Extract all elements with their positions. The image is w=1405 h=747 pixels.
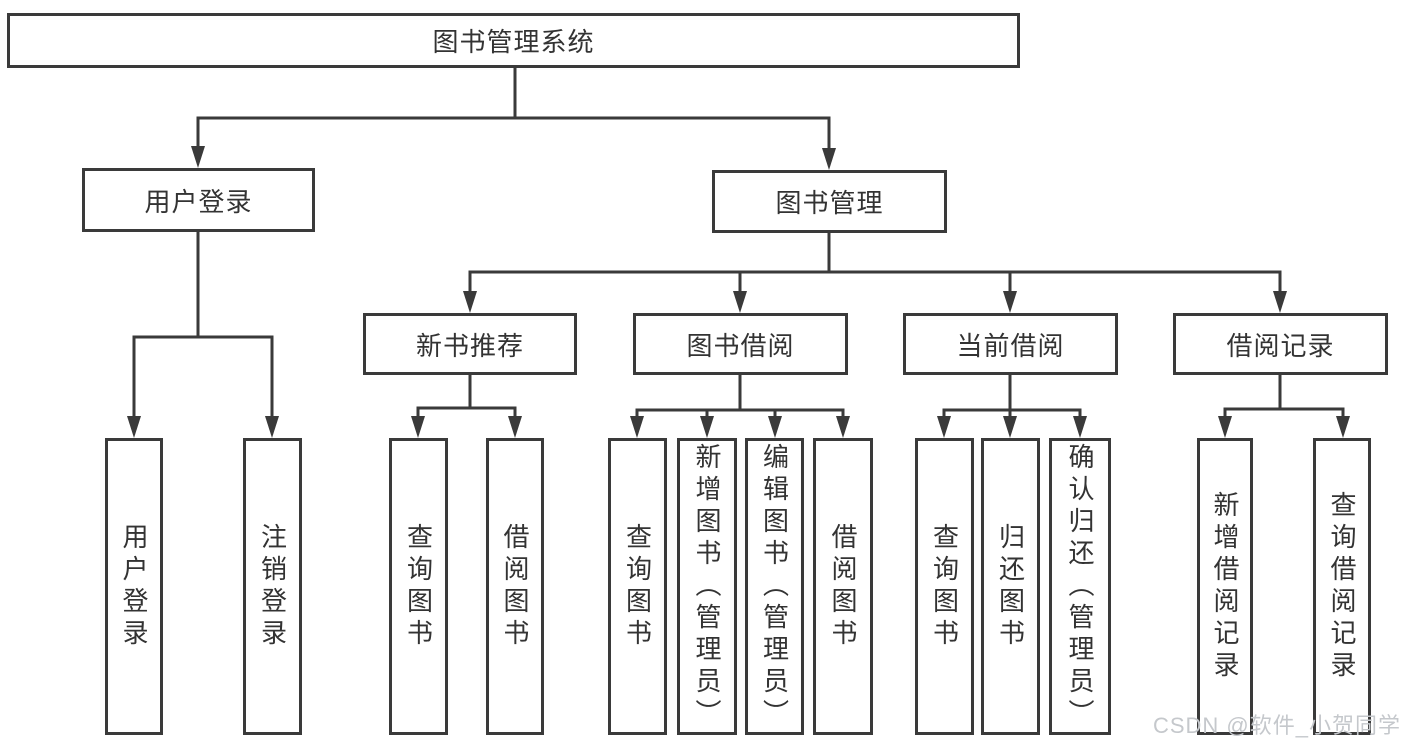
leaf-newbook-query: 查询图书 xyxy=(389,438,448,735)
node-root: 图书管理系统 xyxy=(7,13,1020,68)
leaf-records-query: 查询借阅记录 xyxy=(1313,438,1371,735)
leaf-label: 查询图书 xyxy=(929,522,960,651)
leaf-label: 确认归还（管理员） xyxy=(1065,442,1095,731)
arrow-icon xyxy=(191,146,205,168)
arrow-icon xyxy=(822,148,836,170)
leaf-label: 查询图书 xyxy=(622,522,653,651)
arrow-icon xyxy=(411,416,425,438)
arrow-icon xyxy=(463,291,477,313)
leaf-label: 编辑图书（管理员） xyxy=(759,442,790,731)
arrow-icon xyxy=(836,416,850,438)
connector-book-mgmt xyxy=(468,233,1282,294)
node-new-book: 新书推荐 xyxy=(363,313,577,375)
node-user-login: 用户登录 xyxy=(82,168,315,232)
arrow-icon xyxy=(508,416,522,438)
leaf-label: 借阅图书 xyxy=(500,522,530,651)
leaf-records-add: 新增借阅记录 xyxy=(1197,438,1253,735)
node-current-borrow: 当前借阅 xyxy=(903,313,1118,375)
arrow-icon xyxy=(1003,416,1017,438)
arrow-icon xyxy=(768,416,782,438)
leaf-label: 新增图书（管理员） xyxy=(692,442,722,731)
arrow-icon xyxy=(1336,416,1350,438)
node-book-borrow: 图书借阅 xyxy=(633,313,848,375)
arrow-icon xyxy=(1273,291,1287,313)
connector-current-borrow xyxy=(942,375,1082,420)
connector-borrow-records xyxy=(1223,375,1345,420)
arrow-icon xyxy=(1073,416,1087,438)
arrow-icon xyxy=(1218,416,1232,438)
leaf-current-return: 归还图书 xyxy=(981,438,1040,735)
leaf-borrow-borrow: 借阅图书 xyxy=(813,438,873,735)
arrow-icon xyxy=(1003,291,1017,313)
leaf-borrow-add: 新增图书（管理员） xyxy=(677,438,737,735)
arrow-icon xyxy=(265,416,279,438)
connector-book-borrow xyxy=(635,375,845,420)
leaf-label: 借阅图书 xyxy=(828,522,858,651)
node-book-mgmt: 图书管理 xyxy=(712,170,947,233)
connector-root xyxy=(196,68,831,152)
arrow-icon xyxy=(630,416,644,438)
leaf-user-login: 用户登录 xyxy=(105,438,163,735)
leaf-newbook-borrow: 借阅图书 xyxy=(486,438,544,735)
leaf-current-confirm: 确认归还（管理员） xyxy=(1049,438,1111,735)
leaf-label: 查询借阅记录 xyxy=(1327,490,1357,683)
arrow-icon xyxy=(127,416,141,438)
leaf-borrow-query: 查询图书 xyxy=(608,438,667,735)
leaf-label: 注销登录 xyxy=(257,522,288,651)
connector-user-login xyxy=(132,232,274,420)
leaf-borrow-edit: 编辑图书（管理员） xyxy=(745,438,804,735)
csdn-watermark: CSDN @软件_小贺同学 xyxy=(1152,713,1401,738)
arrow-icon xyxy=(700,416,714,438)
arrow-icon xyxy=(733,291,747,313)
node-borrow-records: 借阅记录 xyxy=(1173,313,1388,375)
leaf-label: 查询图书 xyxy=(403,522,434,651)
arrow-icon xyxy=(937,416,951,438)
leaf-label: 用户登录 xyxy=(119,522,149,651)
leaf-label: 归还图书 xyxy=(995,522,1026,651)
leaf-logout: 注销登录 xyxy=(243,438,302,735)
connector-new-book xyxy=(416,375,517,420)
leaf-label: 新增借阅记录 xyxy=(1210,490,1240,683)
leaf-current-query: 查询图书 xyxy=(915,438,974,735)
